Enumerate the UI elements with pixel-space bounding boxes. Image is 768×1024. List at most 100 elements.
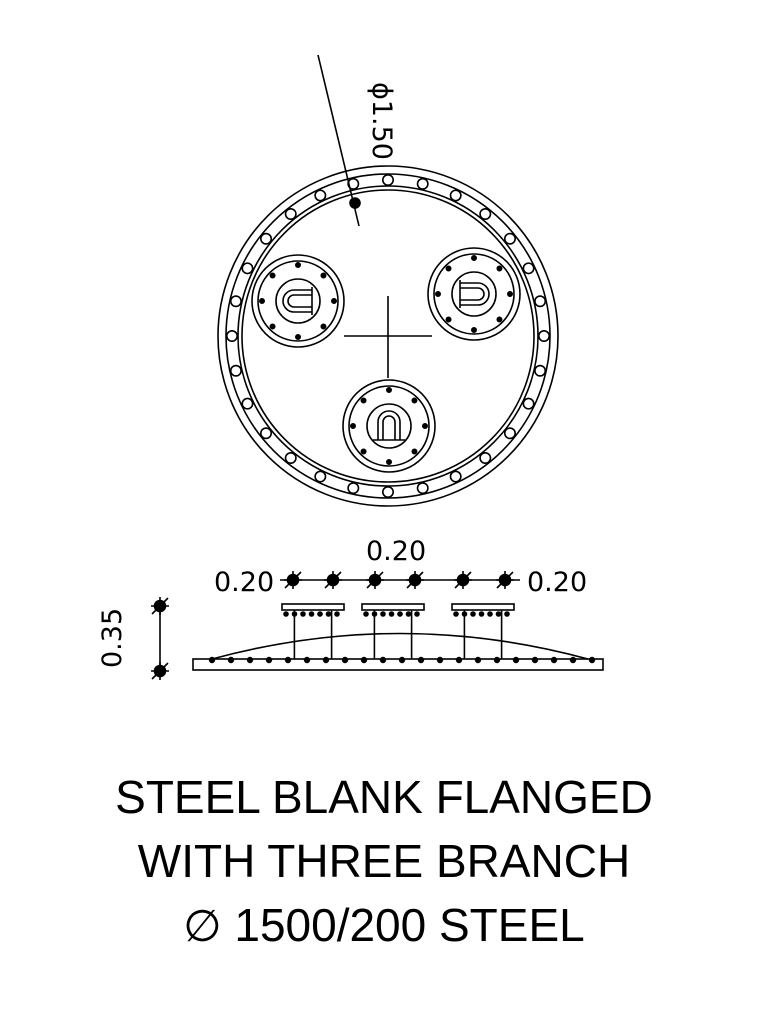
side-branch-bolt	[405, 611, 412, 617]
base-dot	[360, 656, 368, 664]
side-branch-flange-plate	[361, 603, 425, 611]
title-line-2: WITH THREE BRANCH	[137, 835, 631, 887]
side-branch-bolt	[504, 611, 510, 617]
branch-bolt	[269, 272, 276, 279]
bolt-hole	[449, 189, 462, 202]
pipe-circle	[275, 278, 321, 324]
base-dot	[227, 656, 235, 664]
title-line-3-text: 1500/200 STEEL	[234, 899, 585, 951]
branch-bolt	[411, 397, 418, 404]
branch-pipe-symbol	[282, 289, 312, 313]
diameter-label: ϕ1.50	[366, 82, 397, 160]
bolt-hole	[416, 177, 429, 190]
bolt-hole	[260, 232, 273, 245]
bolt-hole	[416, 482, 429, 495]
branch-bolt	[411, 448, 418, 455]
base-dot	[436, 656, 444, 664]
branch-inner-circle	[257, 260, 339, 342]
bolt-hole	[534, 295, 547, 308]
base-dot	[208, 656, 216, 664]
bolt-hole	[381, 174, 394, 187]
branch-outer-circle	[427, 247, 521, 341]
branch-flanges	[251, 247, 521, 473]
plan-view	[217, 54, 559, 507]
base-plate	[192, 658, 604, 671]
flange-bolt-holes	[226, 174, 550, 498]
base-dot	[588, 656, 596, 664]
diameter-leader-dot	[349, 197, 361, 209]
branch-bolt	[445, 265, 452, 272]
bolt-hole	[314, 470, 327, 483]
bolt-hole	[522, 262, 535, 275]
bolt-hole	[284, 208, 297, 221]
bolt-hole	[241, 262, 254, 275]
bolt-hole	[537, 329, 550, 342]
title-line-1: STEEL BLANK FLANGED	[115, 771, 653, 823]
bolt-hole	[260, 427, 273, 440]
branch-bolt	[470, 255, 477, 262]
inner-circle	[241, 189, 535, 483]
flange-inner-circle	[225, 173, 551, 499]
branch-bolt	[445, 316, 452, 323]
side-branch-flanges	[281, 603, 515, 659]
branch-flange	[427, 247, 521, 341]
base-dot	[246, 656, 254, 664]
side-branch-bolt	[300, 611, 306, 617]
base-dot	[322, 656, 330, 664]
bolt-hole	[241, 397, 254, 410]
pipe-circle	[451, 271, 497, 317]
side-branch	[451, 603, 515, 659]
outer-flange-circle	[217, 165, 559, 507]
dished-plate-curve	[211, 632, 589, 660]
side-branch-bolt	[325, 611, 332, 617]
base-bolt-dots	[208, 656, 596, 664]
diameter-leader-line	[317, 54, 360, 227]
branch-bolt	[320, 272, 327, 279]
base-dot	[455, 656, 463, 664]
branch-pipe-symbol	[460, 282, 490, 306]
branch-bolt	[434, 290, 441, 297]
branch-bolt	[360, 448, 367, 455]
base-dot	[550, 656, 558, 664]
branch-bolt	[330, 297, 337, 304]
side-branch	[281, 603, 345, 659]
branch-flange	[251, 254, 345, 348]
base-dot	[284, 656, 292, 664]
bolt-hole	[381, 485, 394, 498]
side-branch-bolt	[495, 611, 502, 617]
branch-bolt	[349, 422, 356, 429]
side-branch-bolt	[363, 611, 369, 617]
bolt-hole	[479, 208, 492, 221]
branch-inner-circle	[348, 385, 430, 467]
branch-bolt	[385, 386, 392, 393]
title-line-3: ∅ 1500/200 STEEL	[0, 894, 768, 958]
side-branch-bolt	[414, 611, 420, 617]
bolt-hole	[479, 451, 492, 464]
bolt-hole	[534, 364, 547, 377]
branch-bolt	[496, 265, 503, 272]
base-dot	[303, 656, 311, 664]
side-branch-bolt	[334, 611, 340, 617]
base-dot	[398, 656, 406, 664]
side-branch-bolt	[453, 611, 459, 617]
side-branch-flange-plate	[451, 603, 515, 611]
side-branch-bolt	[478, 611, 485, 617]
side-branch-bolt	[380, 611, 386, 617]
base-dot	[341, 656, 349, 664]
spacing-top-label: 0.20	[366, 536, 426, 567]
pipe-circle	[366, 403, 412, 449]
branch-bolt	[294, 333, 301, 340]
base-dot	[417, 656, 425, 664]
branch-inner-circle	[433, 253, 515, 335]
branch-pipe-symbol	[377, 410, 401, 440]
side-branch-bolt	[317, 611, 323, 617]
side-branch-bolt	[487, 611, 493, 617]
diameter-symbol: ∅	[183, 901, 222, 952]
side-branch-bolt	[283, 611, 289, 617]
blank-plate-circle	[237, 185, 539, 487]
bolt-hole	[314, 189, 327, 202]
dimension-lines	[151, 571, 520, 680]
branch-bolt	[470, 326, 477, 333]
branch-outer-circle	[342, 379, 436, 473]
